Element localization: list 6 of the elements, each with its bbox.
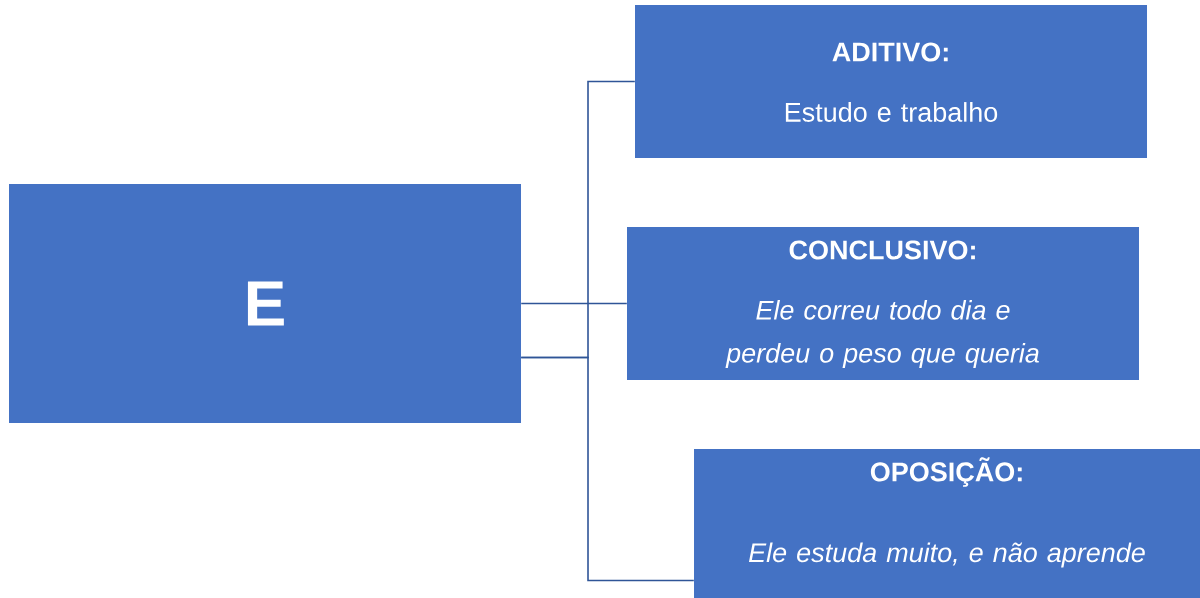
process-box: ADITIVO: Estudo e trabalho [635,5,1147,158]
connector-line [520,356,695,582]
process-box: E [9,184,521,423]
connector-line [520,302,628,305]
process-box: CONCLUSIVO: Ele correu todo dia e perdeu o peso que queria [627,227,1139,380]
process-box: OPOSIÇÃO: Ele estuda muito, e não aprende [694,449,1200,598]
